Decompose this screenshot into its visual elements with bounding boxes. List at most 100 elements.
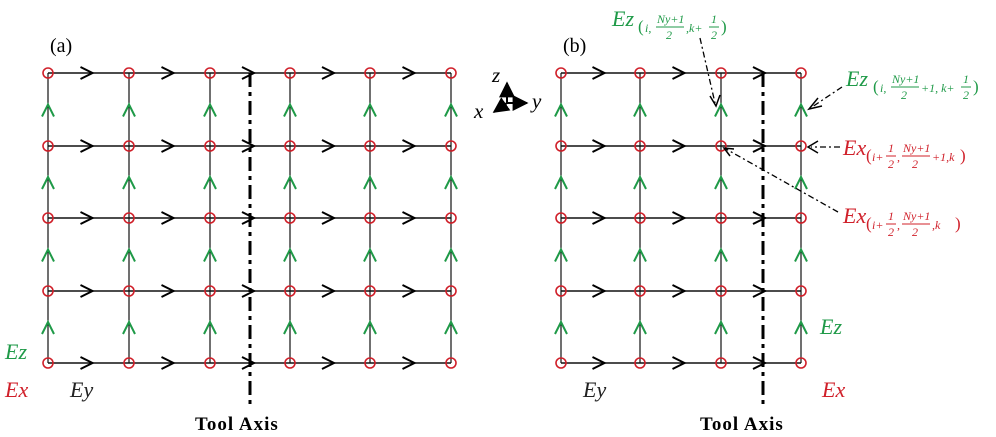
ez-arrow [554, 174, 568, 190]
ex-node [284, 357, 296, 369]
ex-right2-prefix: i+ [872, 218, 883, 232]
svg-text:(: ( [866, 214, 872, 233]
ex-node [445, 212, 457, 224]
panel-a-label: (a) [50, 35, 72, 57]
svg-text:(: ( [638, 17, 644, 36]
ey-arrow [241, 211, 257, 225]
ex-node [204, 212, 216, 224]
ez-arrow [41, 319, 55, 335]
ey-arrow [241, 66, 257, 80]
ey-arrow [80, 139, 95, 153]
ex-node [42, 212, 54, 224]
ez-right-annotation: Ez ( i, Ny+1 2 +1, k+ 1 2 ) [845, 66, 979, 102]
ez-arrow [283, 174, 297, 190]
ex-node [715, 140, 727, 152]
ex-node [123, 212, 135, 224]
ex-node [123, 140, 135, 152]
x-axis-label: x [473, 99, 484, 123]
ex-right2-frac-den: 2 [912, 225, 918, 239]
ex-node [364, 67, 376, 79]
ex-node [555, 285, 567, 297]
ex-node [634, 67, 646, 79]
ez-arrow [122, 247, 136, 262]
ex-node [445, 140, 457, 152]
ex-right1-field: Ex [842, 135, 866, 160]
ey-legend-label: Ey [69, 377, 93, 402]
annotation-leader [811, 86, 843, 108]
svg-text:(: ( [873, 77, 879, 96]
ex-node [715, 357, 727, 369]
ex-node [364, 357, 376, 369]
ex-node [634, 285, 646, 297]
ez-arrow [714, 102, 728, 117]
ez-arrow [794, 319, 808, 335]
ey-arrow [752, 284, 768, 298]
ey-arrow [321, 356, 337, 370]
ex-node [204, 140, 216, 152]
ez-arrow [203, 174, 217, 190]
panel-a: (a) Ez Ex Ey Tool Axis [4, 35, 458, 435]
ez-arrow [714, 174, 728, 190]
ez-top-frac-num: Ny+1 [656, 12, 684, 26]
ez-arrow [363, 102, 377, 117]
ez-arrow [633, 174, 647, 190]
ez-arrow [633, 102, 647, 117]
ex-right2-frac-num: Ny+1 [902, 209, 930, 223]
ex-right1-prefix: i+ [872, 150, 883, 164]
ey-arrow [752, 356, 768, 370]
ex-legend-label: Ex [821, 377, 845, 402]
ey-arrow [402, 139, 417, 153]
ex-node [42, 67, 54, 79]
ex-node [42, 140, 54, 152]
ex-node [204, 357, 216, 369]
ez-legend-label: Ez [819, 314, 842, 339]
ey-arrow [80, 66, 95, 80]
ex-node [715, 67, 727, 79]
ey-arrow [592, 66, 607, 80]
ez-arrow [363, 174, 377, 190]
grid-b [554, 66, 808, 405]
ey-arrow [321, 284, 337, 298]
svg-text:): ) [960, 146, 966, 165]
ey-arrow [80, 284, 95, 298]
ey-arrow [672, 356, 687, 370]
ey-arrow [402, 284, 417, 298]
ex-node [284, 285, 296, 297]
z-axis-label: z [491, 63, 500, 87]
ey-arrow [241, 139, 257, 153]
ey-arrow [161, 211, 176, 225]
ex-node [42, 357, 54, 369]
ez-arrow [203, 102, 217, 117]
ey-arrow [752, 139, 768, 153]
ez-top-half-den: 2 [711, 28, 717, 42]
ex-node [795, 357, 807, 369]
ez-right-i: i, [880, 81, 886, 95]
ex-node [795, 140, 807, 152]
ez-arrow [122, 174, 136, 190]
tool-axis-caption-a: Tool Axis [195, 414, 279, 435]
ey-arrow [672, 211, 687, 225]
svg-text:): ) [721, 17, 727, 36]
ex-node [795, 285, 807, 297]
ex-right2-field: Ex [842, 203, 866, 228]
ez-arrow [41, 174, 55, 190]
ex-right1-suffix: +1,k [932, 150, 955, 164]
ex-right2-half-den: 2 [888, 225, 894, 239]
ez-arrow [444, 247, 458, 262]
ey-arrow [161, 284, 176, 298]
ex-node [634, 140, 646, 152]
ey-arrow [592, 139, 607, 153]
ex-node [634, 212, 646, 224]
ey-arrow [80, 211, 95, 225]
ex-node [445, 67, 457, 79]
grid-a [41, 66, 458, 405]
ez-arrow [41, 247, 55, 262]
ez-arrow [714, 319, 728, 335]
ez-right-frac-den: 2 [901, 88, 907, 102]
panel-b-label: (b) [563, 35, 586, 57]
ez-arrow [122, 102, 136, 117]
ey-arrow [321, 211, 337, 225]
ey-arrow [402, 211, 417, 225]
ey-legend-label: Ey [582, 377, 606, 402]
